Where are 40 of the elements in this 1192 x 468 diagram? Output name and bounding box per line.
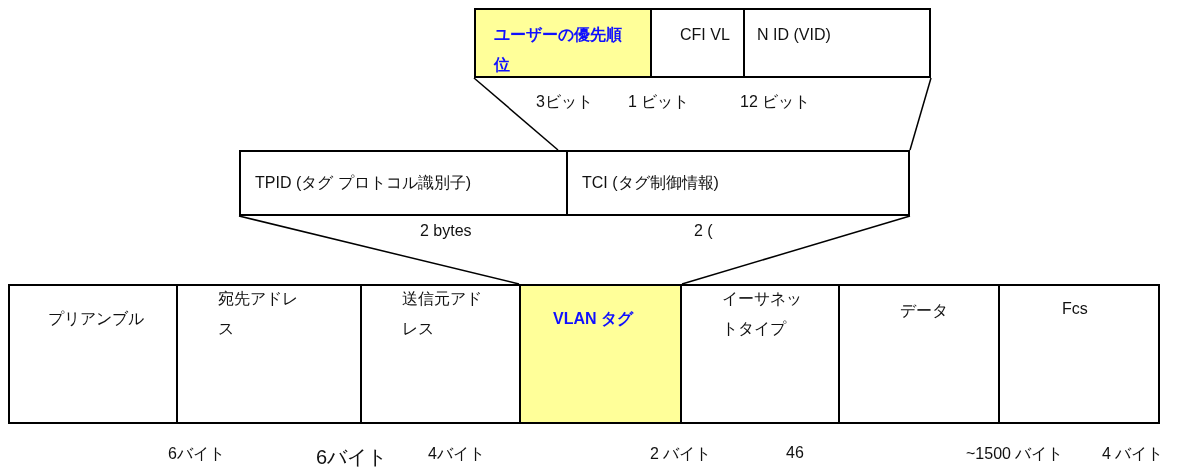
field-cell <box>566 150 910 216</box>
field-cell <box>176 284 362 424</box>
expansion-line <box>473 77 559 151</box>
field-name: ユーザーの優先順位 <box>494 25 623 76</box>
field-name: データ <box>900 301 949 321</box>
size-label: ~1500 バイト <box>966 444 1064 464</box>
field-name: イーサネットタイプ <box>722 289 802 340</box>
field-name: N ID (VID) <box>757 25 832 45</box>
size-label: 6バイト <box>168 444 225 464</box>
field-name: TPID (タグ プロトコル識別子) <box>255 173 472 193</box>
field-cell <box>8 284 178 424</box>
size-label: 2 bytes <box>420 222 472 240</box>
field-name: Fcs <box>1062 299 1089 319</box>
field-name: 送信元アドレス <box>402 289 482 340</box>
field-cell <box>650 8 745 78</box>
size-label: 12 ビット <box>740 92 811 112</box>
field-cell <box>519 284 682 424</box>
size-label: 2 バイト <box>650 444 712 464</box>
field-cell <box>239 150 568 216</box>
field-cell <box>838 284 1000 424</box>
field-cell <box>680 284 840 424</box>
field-cell <box>474 8 652 78</box>
field-cell <box>360 284 521 424</box>
field-name: プリアンブル <box>48 309 145 329</box>
size-label: 1 ビット <box>628 92 690 112</box>
expansion-line <box>909 77 932 151</box>
size-label: 2 ( <box>694 222 713 240</box>
size-label: 3ビット <box>536 92 593 112</box>
field-name: TCI (タグ制御情報) <box>582 173 720 193</box>
field-cell <box>743 8 931 78</box>
expansion-line <box>681 215 911 285</box>
size-label: 6バイト <box>316 445 388 468</box>
expansion-line <box>238 215 520 285</box>
size-label: 4バイト <box>428 444 485 464</box>
size-label: 4 バイト <box>1102 444 1164 464</box>
field-name: VLAN タグ <box>553 309 635 329</box>
field-name: CFI VL <box>680 25 731 45</box>
field-name: 宛先アドレス <box>218 289 299 340</box>
size-label: 46 <box>786 444 804 462</box>
field-cell <box>998 284 1160 424</box>
